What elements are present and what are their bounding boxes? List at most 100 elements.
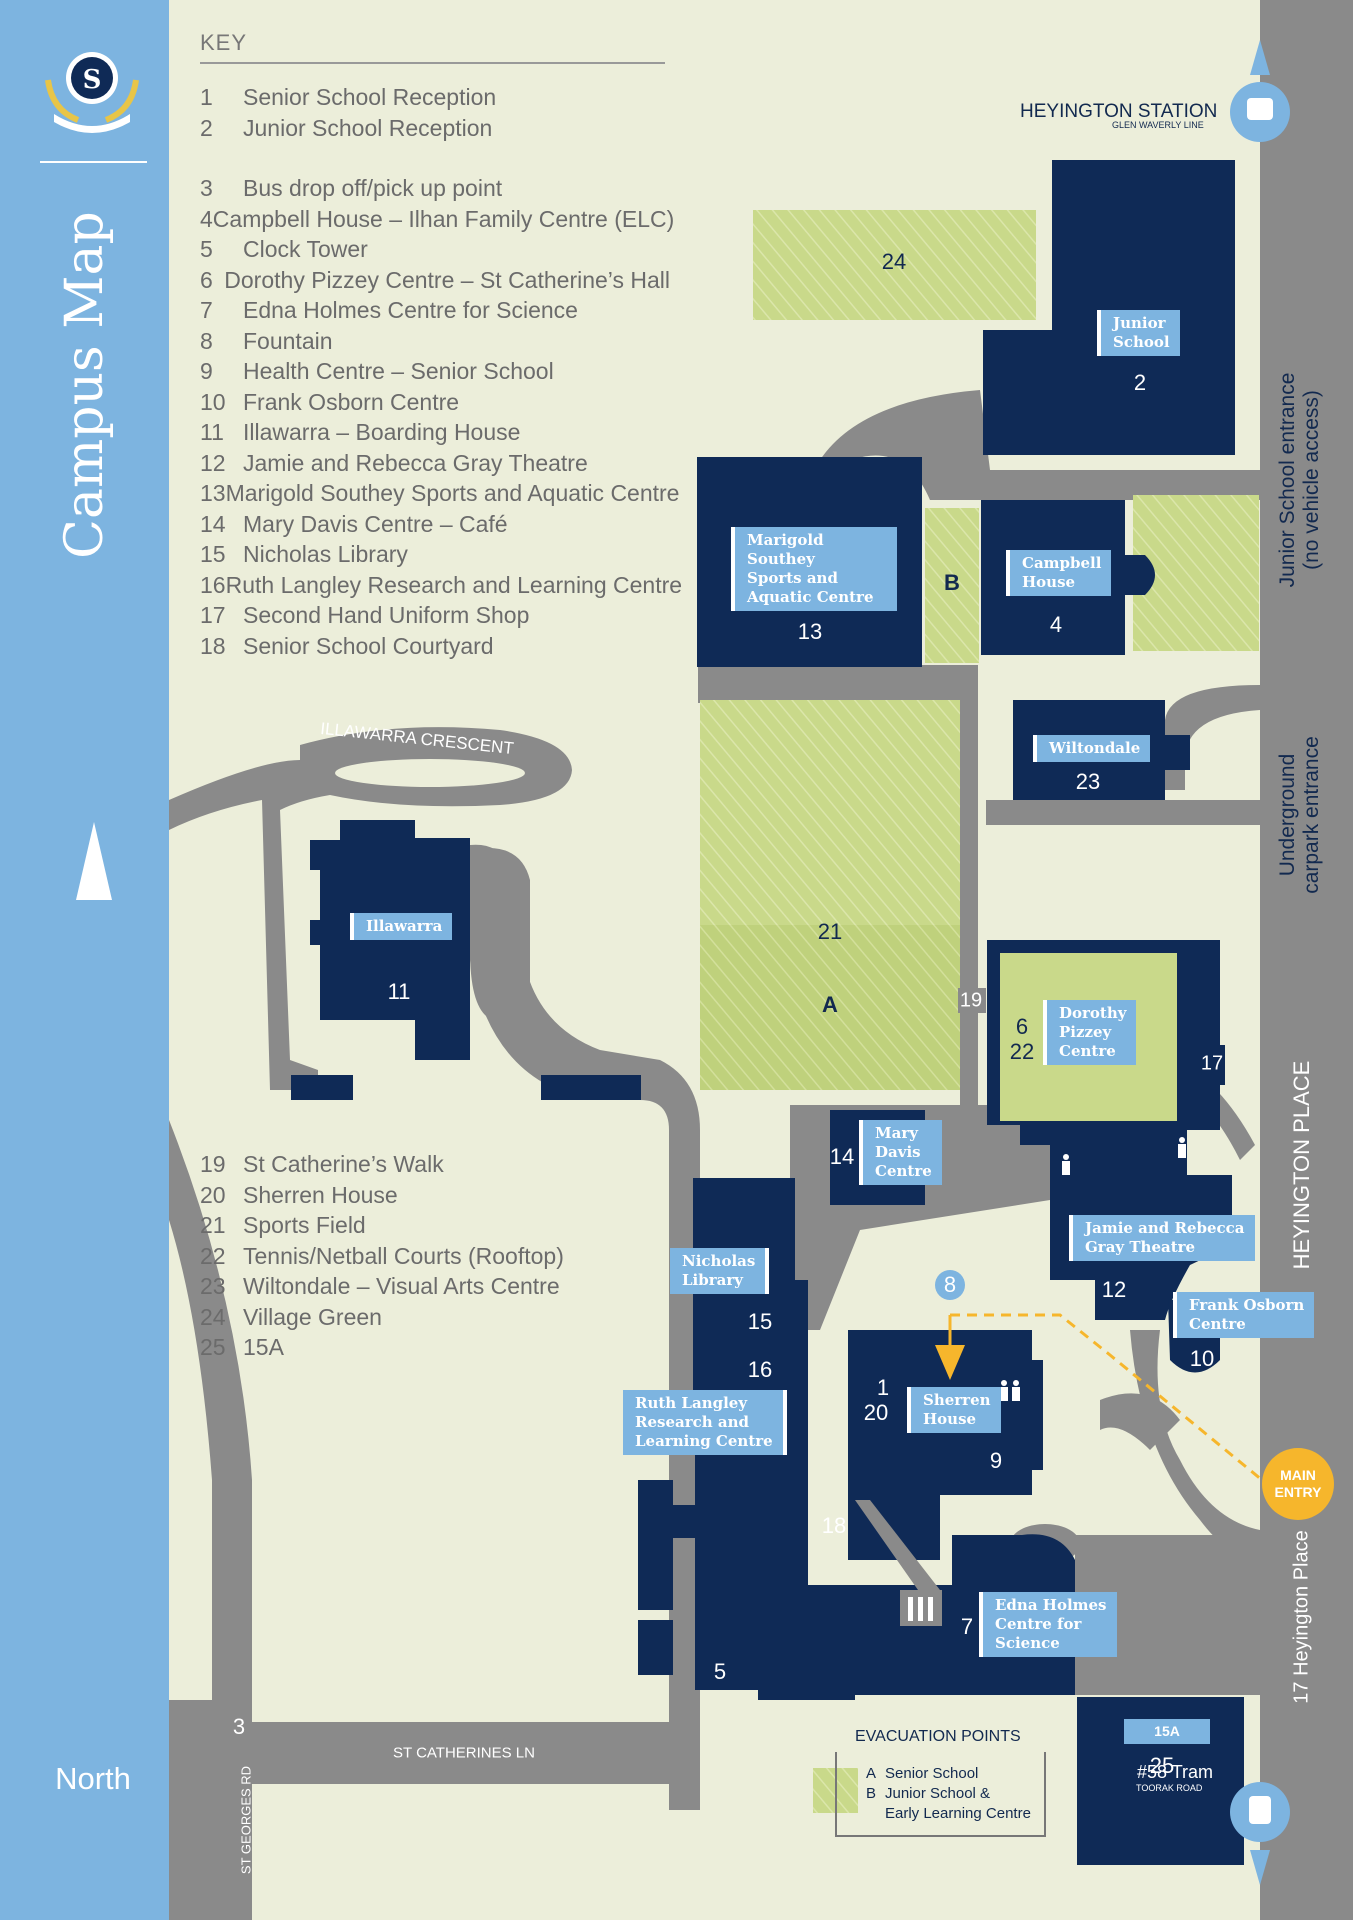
illawarra-building xyxy=(310,820,470,1060)
courtyard-number: 18 xyxy=(821,1513,847,1538)
heyington-place-road xyxy=(1260,0,1353,1920)
fountain-number: 8 xyxy=(943,1272,957,1297)
tram-sub-label: TOORAK ROAD xyxy=(1136,1783,1203,1793)
uniform-shop-number: 17 xyxy=(1200,1052,1224,1075)
junior-entrance-label: Junior School entrance(no vehicle access… xyxy=(1276,372,1323,588)
address-label: 17 Heyington Place xyxy=(1290,1530,1313,1704)
evacuation-box xyxy=(835,1752,1046,1837)
station-line: GLEN WAVERLY LINE xyxy=(1112,120,1204,130)
clock-tower-number: 5 xyxy=(713,1659,727,1684)
evacuation-title: EVACUATION POINTS xyxy=(855,1728,1021,1745)
evacuation-route xyxy=(950,1313,1263,1482)
north-label: North xyxy=(55,1761,131,1796)
st-catherines-lane-road xyxy=(169,1722,679,1784)
frank-osborn-number: 10 xyxy=(1189,1346,1215,1371)
wiltondale-tag: Wiltondale xyxy=(1033,735,1151,762)
campbell-house-number: 4 xyxy=(1049,612,1063,637)
evac-b-description-1: Junior School & xyxy=(885,1785,991,1802)
mary-davis-number: 14 xyxy=(829,1144,855,1169)
evacuation-point-b xyxy=(925,508,979,663)
edna-holmes-number: 7 xyxy=(960,1614,974,1639)
restroom-icon xyxy=(1000,1380,1020,1401)
wiltondale-number: 23 xyxy=(1075,769,1101,794)
jamie-gray-number: 12 xyxy=(1101,1277,1127,1302)
evacuation-point-a xyxy=(700,925,960,1090)
sidebar: S Campus Map North xyxy=(0,0,169,1920)
key-title: KEY xyxy=(200,30,248,55)
station-name: HEYINGTON STATION xyxy=(1020,101,1218,122)
south-road-arrow-icon xyxy=(1250,1850,1270,1885)
north-arrow-icon xyxy=(76,822,112,900)
sports-field-number: 21 xyxy=(817,919,843,944)
st-catherines-walk-number: 19 xyxy=(959,989,983,1012)
evac-a-letter: A xyxy=(866,1765,877,1782)
senior-reception-number: 1 xyxy=(876,1375,890,1400)
evac-b-letter: B xyxy=(866,1785,877,1802)
st-georges-road-label: ST GEORGES RD xyxy=(238,1765,254,1875)
svg-text:S: S xyxy=(83,65,102,95)
sherren-house-number: 20 xyxy=(863,1400,889,1425)
sidebar-divider xyxy=(40,161,147,163)
library-and-science-complex xyxy=(670,1178,1075,1700)
school-crest-logo: S xyxy=(45,52,139,133)
building-15a-number: 25 xyxy=(1149,1753,1175,1778)
evac-b-description-2: Early Learning Centre xyxy=(885,1805,1031,1822)
tennis-courts-number: 22 xyxy=(1009,1039,1035,1064)
village-green xyxy=(753,210,1036,320)
dorothy-pizzey-number: 6 xyxy=(1015,1014,1029,1039)
uniform-shop-building xyxy=(1200,1045,1225,1085)
evac-a-description: Senior School xyxy=(885,1765,979,1782)
village-green-number: 24 xyxy=(881,249,907,274)
building-15a-tag: 15A xyxy=(1124,1719,1210,1744)
junior-school-building xyxy=(983,160,1235,455)
ruth-langley-number: 16 xyxy=(747,1357,773,1382)
st-catherines-lane-label: ST CATHERINES LN xyxy=(393,1744,535,1762)
marigold-number: 13 xyxy=(797,619,823,644)
evac-a-label: A xyxy=(822,992,838,1017)
person-icon xyxy=(1062,1137,1186,1175)
evacuation-arrow-icon xyxy=(935,1345,965,1380)
north-road-arrow-icon xyxy=(1250,40,1270,75)
evac-b-label: B xyxy=(944,570,960,595)
tram-label: #58 Tram xyxy=(1137,1762,1214,1782)
health-centre-number: 9 xyxy=(989,1448,1003,1473)
heyington-place-label: HEYINGTON PLACE xyxy=(1289,1060,1314,1270)
nicholas-library-number: 15 xyxy=(747,1309,773,1334)
illawarra-crescent-road xyxy=(169,727,572,1090)
key-divider xyxy=(200,62,665,64)
